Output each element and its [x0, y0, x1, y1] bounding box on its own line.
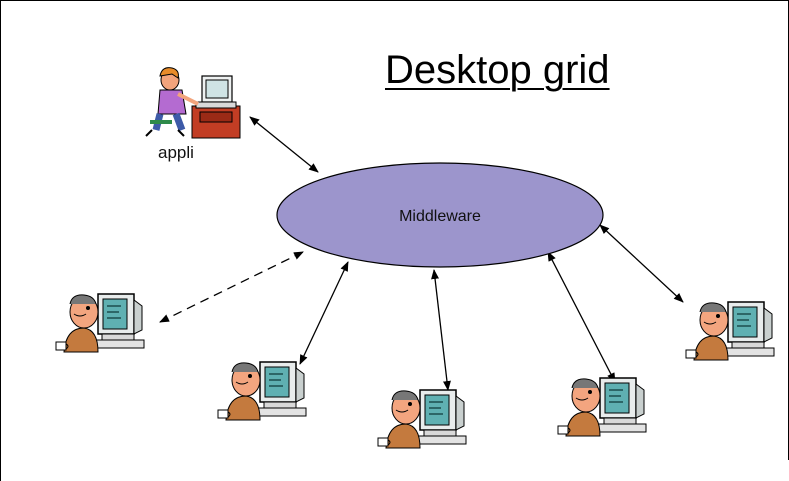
worker-computer-icon [557, 377, 647, 437]
appli-label: appli [158, 143, 194, 162]
middleware-label: Middleware [399, 208, 481, 225]
worker-computer-icon [217, 361, 307, 421]
application-user-icon [145, 67, 241, 139]
link-worker-right-middleware [599, 224, 684, 303]
worker-computer-icon [377, 389, 467, 449]
worker-computer-icon [685, 301, 775, 361]
link-worker-left-middleware [159, 251, 304, 323]
worker-computer-icon [55, 293, 145, 353]
link-worker-bottom-1-middleware [299, 261, 349, 365]
link-worker-bottom-3-middleware [547, 251, 616, 383]
middleware-hub [276, 162, 604, 268]
page-title: Desktop grid [385, 48, 610, 92]
link-worker-bottom-2-middleware [431, 269, 451, 391]
frame-left-border [0, 0, 1, 481]
link-appli-middleware [249, 116, 319, 173]
frame-top-border [0, 0, 789, 1]
